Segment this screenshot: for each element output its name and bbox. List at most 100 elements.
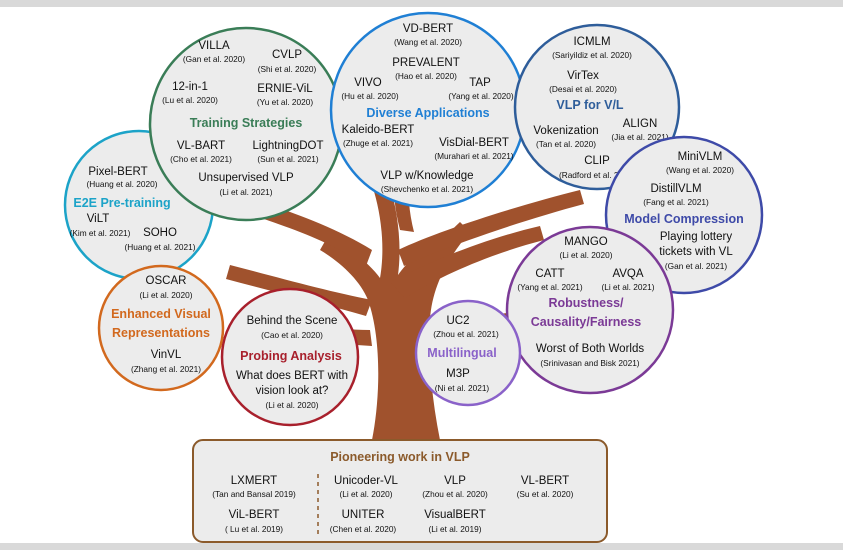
cluster-multilingual-circle [414, 299, 522, 407]
item-citation: (Li et al. 2019) [428, 524, 481, 534]
item-citation: (Hao et al. 2020) [395, 71, 457, 81]
item-name: 12-in-1 [172, 81, 208, 93]
item-name: tickets with VL [659, 246, 733, 258]
item-citation: (Shevchenko et al. 2021) [381, 184, 473, 194]
item-citation: (Zhang et al. 2021) [131, 364, 201, 374]
item-name: Vokenization [533, 125, 598, 137]
cluster-vlp-vl-circle [513, 23, 681, 191]
item-citation: (Wang et al. 2020) [394, 37, 462, 47]
item-name: Unsupervised VLP [198, 172, 294, 184]
item-citation: (Yang et al. 2020) [448, 91, 514, 101]
cluster-title: Enhanced Visual [111, 307, 211, 321]
item-citation: (Kim et al. 2021) [70, 228, 131, 238]
item-name: TAP [469, 77, 491, 89]
cluster-title: Causality/Fairness [531, 315, 642, 329]
item-name: AVQA [612, 268, 643, 280]
cluster-robustness-circle [505, 225, 675, 395]
cluster-enhanced-visual: OSCAR (Li et al. 2020) Enhanced Visual R… [97, 264, 225, 392]
item-citation: (Zhou et al. 2021) [433, 329, 499, 339]
item-name: VL-BERT [521, 475, 569, 487]
item-citation: (Huang et al. 2020) [86, 179, 157, 189]
item-citation: (Li et al. 2021) [219, 187, 272, 197]
item-citation: (Srinivasan and Bisk 2021) [540, 358, 639, 368]
cluster-title: Robustness/ [548, 296, 624, 310]
item-name: What does BERT with [236, 370, 348, 382]
item-citation: (Su et al. 2020) [517, 489, 574, 499]
item-citation: (Li et al. 2020) [559, 250, 612, 260]
item-citation: (Fang et al. 2021) [643, 197, 709, 207]
item-name: VIVO [354, 77, 382, 89]
item-citation: (Li et al. 2021) [601, 282, 654, 292]
item-name: LightningDOT [253, 140, 324, 152]
item-name: Pixel-BERT [88, 166, 147, 178]
item-citation: (Shi et al. 2020) [258, 64, 317, 74]
item-name: Unicoder-VL [334, 475, 399, 487]
item-citation: (Sariyildiz et al. 2020) [552, 50, 632, 60]
item-name: UNITER [342, 509, 385, 521]
item-name: M3P [446, 368, 470, 380]
item-name: ViLT [87, 213, 110, 225]
item-name: VisualBERT [424, 509, 486, 521]
item-citation: (Cao et al. 2020) [261, 330, 323, 340]
item-name: CATT [535, 268, 564, 280]
pioneer-box-frame [192, 439, 608, 543]
top-border [0, 0, 843, 7]
item-citation: (Yu et al. 2020) [257, 97, 314, 107]
item-citation: (Zhuge et al. 2021) [343, 138, 413, 148]
item-citation: (Jia et al. 2021) [611, 132, 668, 142]
item-citation: (Gan et al. 2020) [183, 54, 246, 64]
item-name: VLP [444, 475, 466, 487]
cluster-title: Representations [112, 326, 210, 340]
pioneer-title: Pioneering work in VLP [330, 450, 470, 464]
item-citation: (Lu et al. 2020) [162, 95, 218, 105]
item-name: VLP w/Knowledge [380, 170, 473, 182]
item-name: Behind the Scene [247, 315, 338, 327]
item-name: DistillVLM [650, 183, 701, 195]
item-name: ERNIE-ViL [257, 83, 313, 95]
item-citation: (Zhou et al. 2020) [422, 489, 488, 499]
item-citation: ( Lu et al. 2019) [225, 524, 283, 534]
item-citation: (Cho et al. 2021) [170, 154, 232, 164]
item-name: VILLA [198, 40, 230, 52]
item-citation: (Huang et al. 2021) [124, 242, 195, 252]
cluster-title: VLP for V/L [556, 98, 624, 112]
cluster-vlp-for-vl: ICMLM (Sariyildiz et al. 2020) VirTex (D… [513, 23, 681, 191]
item-name: LXMERT [231, 475, 277, 487]
item-citation: (Li et al. 2020) [265, 400, 318, 410]
cluster-probing-analysis: Behind the Scene (Cao et al. 2020) Probi… [220, 287, 360, 427]
item-name: PREVALENT [392, 57, 460, 69]
item-name: VL-BART [177, 140, 225, 152]
item-name: Playing lottery [660, 231, 732, 243]
item-citation: (Ni et al. 2021) [435, 383, 490, 393]
item-citation: (Gan et al. 2021) [665, 261, 728, 271]
item-citation: (Desai et al. 2020) [549, 84, 617, 94]
item-name: CVLP [272, 49, 302, 61]
item-citation: (Radford et al. 2021) [559, 170, 635, 180]
item-citation: (Chen et al. 2020) [330, 524, 397, 534]
bottom-border [0, 543, 843, 550]
cluster-title: Model Compression [624, 212, 743, 226]
item-name: SOHO [143, 227, 177, 239]
pioneer-box: Pioneering work in VLP LXMERT (Tan and B… [192, 439, 608, 543]
item-name: VirTex [567, 70, 599, 82]
cluster-training-strategies: VILLA (Gan et al. 2020) CVLP (Shi et al.… [148, 26, 344, 222]
item-name: OSCAR [146, 275, 187, 287]
cluster-title: Training Strategies [190, 116, 303, 130]
item-name: Worst of Both Worlds [536, 343, 644, 355]
item-citation: (Yang et al. 2021) [517, 282, 583, 292]
item-name: VinVL [151, 349, 182, 361]
item-citation: (Li et al. 2020) [139, 290, 192, 300]
cluster-probing-circle [220, 287, 360, 427]
item-name: CLIP [584, 155, 610, 167]
item-citation: (Wang et al. 2020) [666, 165, 734, 175]
item-citation: (Li et al. 2020) [339, 489, 392, 499]
item-name: MANGO [564, 236, 608, 248]
item-name: vision look at? [256, 385, 329, 397]
cluster-title: Probing Analysis [240, 349, 342, 363]
cluster-title: Multilingual [427, 346, 496, 360]
item-name: MiniVLM [678, 151, 723, 163]
item-name: ICMLM [573, 36, 610, 48]
item-citation: (Hu et al. 2020) [341, 91, 398, 101]
item-name: VisDial-BERT [439, 137, 509, 149]
